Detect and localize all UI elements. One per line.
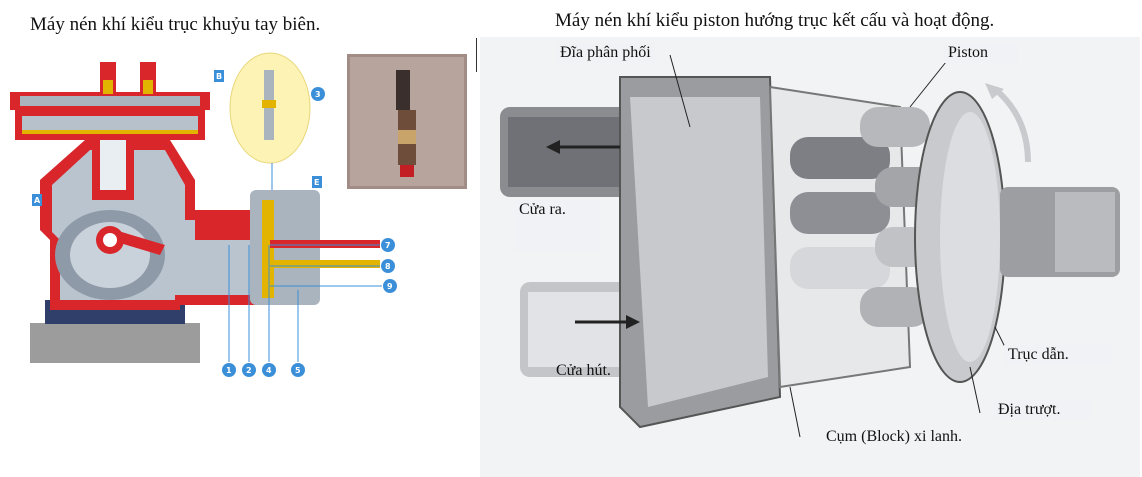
callout-4: 4	[266, 366, 272, 375]
callout-8: 8	[385, 262, 391, 271]
callout-B: B	[216, 72, 222, 81]
left-diagram-title: Máy nén khí kiểu trục khuỷu tay biên.	[30, 14, 321, 35]
label-piston: Piston	[944, 43, 1018, 63]
callout-7: 7	[385, 241, 391, 250]
label-cylinder-block: Cụm (Block) xi lanh.	[826, 428, 962, 445]
crankshaft-compressor-diagram: A B 3 E 7 8 9 1 2 4 5	[10, 52, 467, 377]
label-swash-plate: Địa trượt.	[994, 400, 1092, 420]
axial-piston-compressor-diagram	[480, 37, 1140, 477]
label-inlet: Cửa hút.	[556, 362, 611, 379]
callout-3: 3	[315, 90, 321, 99]
callout-A: A	[34, 196, 41, 205]
label-outlet: Cửa ra.	[515, 200, 601, 252]
callout-E: E	[314, 178, 319, 187]
right-diagram-title: Máy nén khí kiểu piston hướng trục kết c…	[555, 10, 995, 31]
label-drive-shaft: Trục dẫn.	[1004, 345, 1112, 365]
callout-1: 1	[226, 366, 232, 375]
callout-9: 9	[387, 282, 393, 291]
label-distributor-plate: Đĩa phân phối	[556, 43, 655, 63]
panel-divider	[476, 38, 477, 72]
callout-2: 2	[246, 366, 252, 375]
callout-5: 5	[295, 366, 301, 375]
compressor-base	[30, 323, 200, 363]
